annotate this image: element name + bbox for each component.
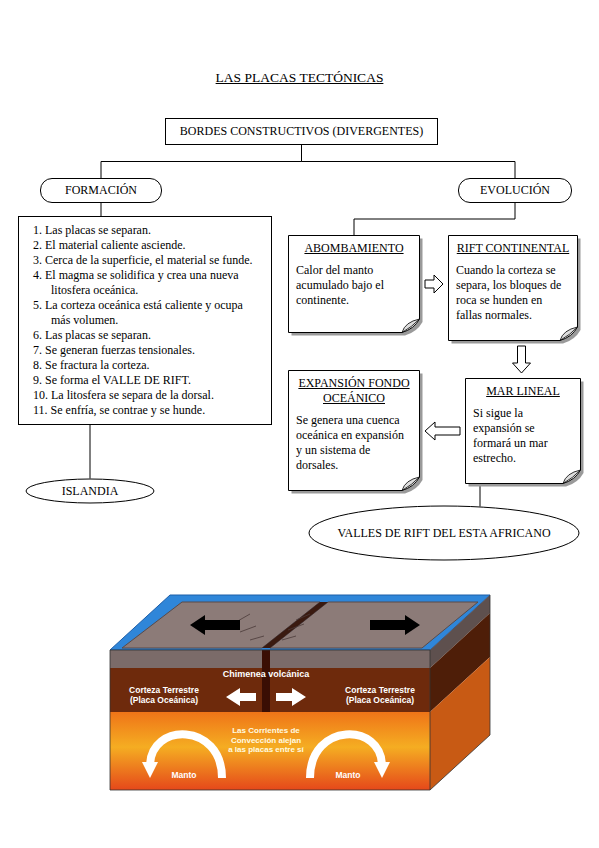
list-item: 7. Se generan fuerzas tensionales.	[29, 343, 263, 358]
layer-label: Manto	[326, 770, 370, 780]
stage-note: ABOMBAMIENTO Calor del manto acumulado ba…	[288, 235, 420, 333]
branch-box: FORMACIÓN	[40, 178, 162, 203]
example-ellipse: ISLANDIA	[25, 478, 155, 504]
stage-note: EXPANSIÓN FONDO OCEÁNICO Se genera una cu…	[288, 370, 420, 491]
node-label: FORMACIÓN	[47, 183, 155, 198]
list-item: 11. Se enfría, se contrae y se hunde.	[29, 403, 263, 418]
note-heading: MAR LINEAL	[473, 384, 573, 399]
crust-arrow	[226, 688, 256, 706]
process-label: Las Corrientes de Convección alejan a la…	[228, 726, 304, 755]
list-item: 1. Las placas se separan.	[29, 223, 263, 238]
connector-line	[354, 203, 515, 235]
note-border	[289, 236, 420, 333]
block-arrow	[425, 275, 443, 293]
ocean-surface	[110, 595, 490, 650]
note-border	[289, 371, 420, 491]
ellipse-border	[26, 479, 154, 503]
list-item: 9. Se forma el VALLE DE RIFT.	[29, 373, 263, 388]
block-arrow	[513, 346, 531, 373]
branch-box: EVOLUCIÓN	[458, 178, 572, 203]
list-box: 1. Las placas se separan.2. El material …	[18, 216, 272, 425]
plate-motion-arrow	[190, 615, 240, 635]
note-curl	[560, 327, 578, 341]
crust-arrow	[276, 688, 306, 706]
note-body: Calor del manto acumulado bajo el contin…	[296, 263, 412, 308]
layer-label: Manto	[162, 770, 206, 780]
note-border	[466, 379, 581, 484]
note-curl	[402, 477, 420, 491]
ellipse-border	[309, 506, 579, 560]
node-label: EVOLUCIÓN	[465, 183, 565, 198]
note-heading: RIFT CONTINENTAL	[456, 241, 570, 256]
ridge-crack	[262, 602, 328, 648]
ridge-lines	[236, 614, 310, 640]
block-outline	[110, 595, 490, 790]
list-item: 6. Las placas se separan.	[29, 328, 263, 343]
connector-line	[101, 203, 102, 216]
list-item: 2. El material caliente asciende.	[29, 238, 263, 253]
list-item: 10. La litosfera se separa de la dorsal.	[29, 388, 263, 403]
connector-line	[480, 484, 481, 506]
note-curl	[402, 319, 420, 333]
connector-line	[302, 145, 516, 178]
node-label: ISLANDIA	[62, 484, 119, 499]
layer-label: Corteza Terrestre (Placa Oceánica)	[122, 685, 206, 705]
mantle-side	[430, 657, 490, 790]
list-item: 4. El magma se solidifica y crea una nue…	[29, 268, 263, 298]
note-heading: EXPANSIÓN FONDO OCEÁNICO	[296, 376, 412, 406]
mantle-layer	[110, 712, 430, 790]
connector-line	[101, 145, 302, 178]
root-box: BORDES CONSTRUCTIVOS (DIVERGENTES)	[165, 118, 438, 145]
note-body: Cuando la corteza se separa, los bloques…	[456, 263, 570, 323]
list-item: 5. La corteza oceánica está caliente y o…	[29, 298, 263, 328]
node-label: VALLES DE RIFT DEL ESTA AFRICANO	[337, 526, 550, 541]
stage-note: RIFT CONTINENTAL Cuando la corteza se sep…	[448, 235, 578, 341]
volcanic-chimney	[262, 650, 270, 712]
list-item: 3. Cerca de la superficie, el material s…	[29, 253, 263, 268]
connector-line	[90, 425, 91, 479]
part-label: Chimenea volcánica	[216, 669, 316, 680]
stage-note: MAR LINEAL Si sigue la expansión se forma…	[465, 378, 581, 484]
example-ellipse: VALLES DE RIFT DEL ESTA AFRICANO	[308, 505, 580, 561]
note-curl	[563, 470, 581, 484]
plate-motion-arrow	[370, 615, 420, 635]
note-body: Si sigue la expansión se formará un mar …	[473, 406, 573, 466]
block-arrow	[425, 422, 460, 440]
note-border	[449, 236, 578, 341]
note-body: Se genera una cuenca oceánica en expansi…	[296, 413, 412, 473]
title: LAS PLACAS TECTÓNICAS	[0, 70, 599, 86]
layer-label: Corteza Terrestre (Placa Oceánica)	[338, 685, 422, 705]
node-label: BORDES CONSTRUCTIVOS (DIVERGENTES)	[172, 124, 431, 139]
note-heading: ABOMBAMIENTO	[296, 241, 412, 256]
list-item: 8. Se fractura la corteza.	[29, 358, 263, 373]
